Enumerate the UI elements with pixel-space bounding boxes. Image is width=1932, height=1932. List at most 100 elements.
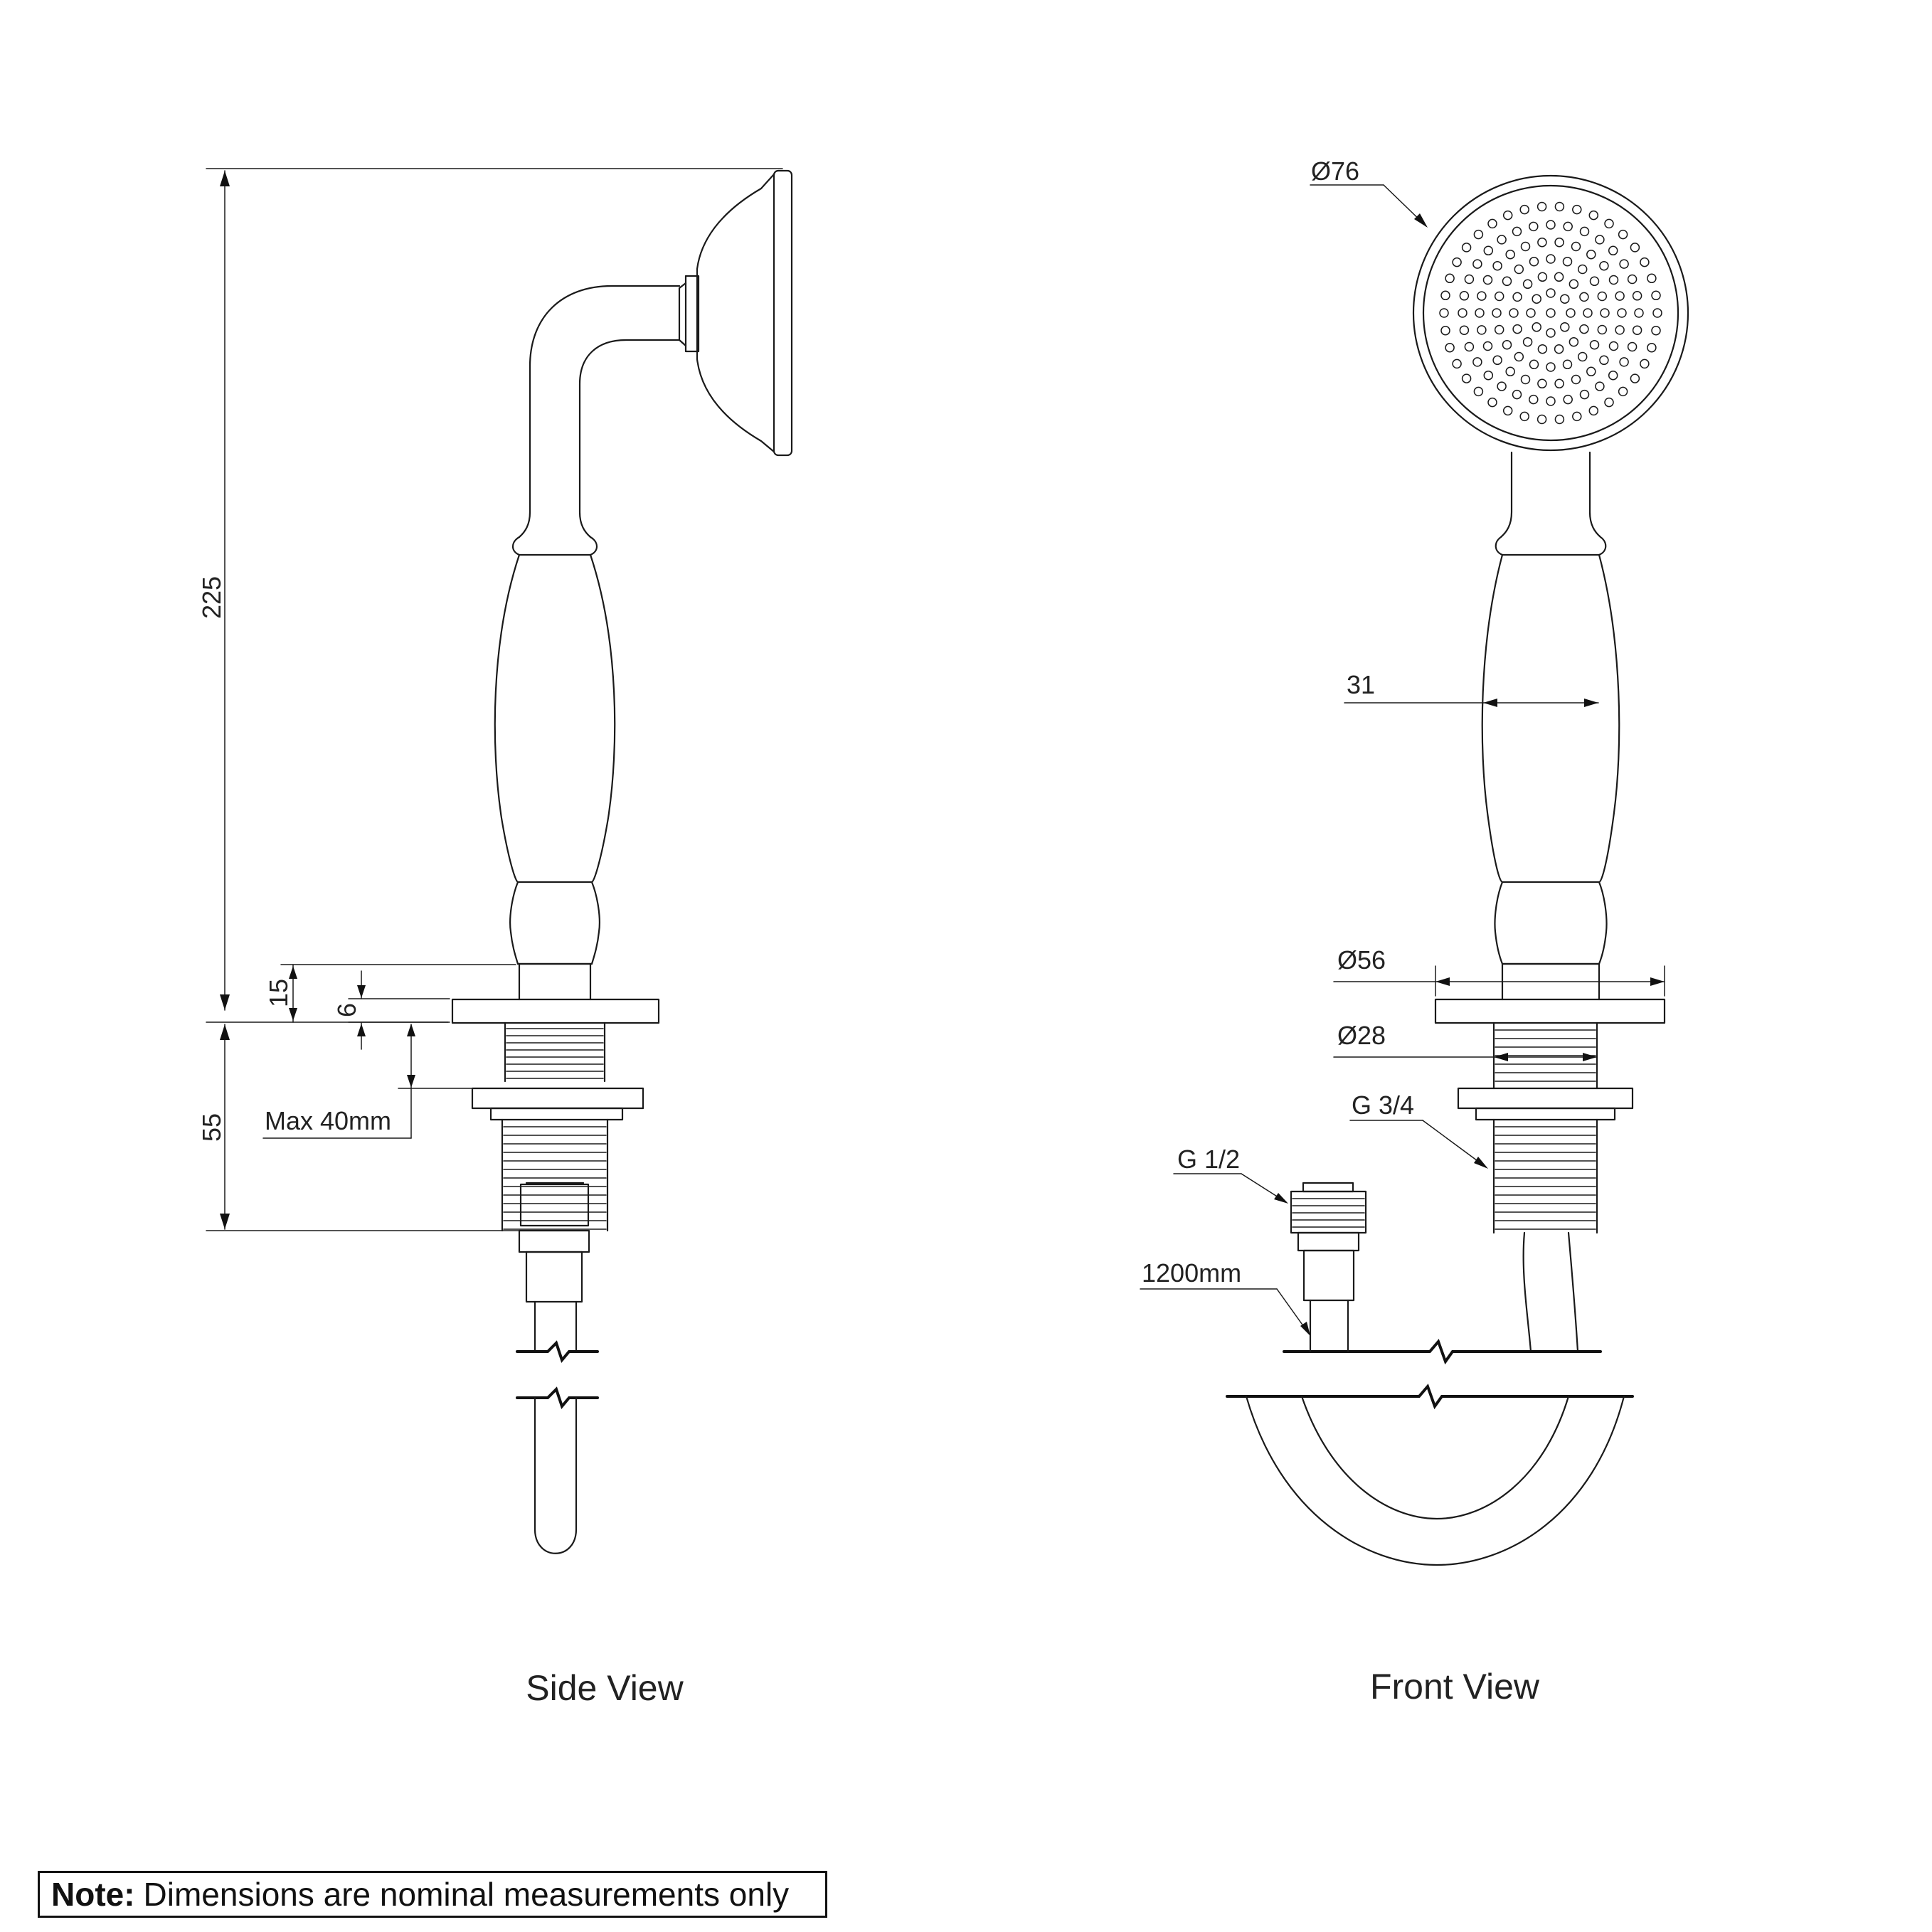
nozzle (1577, 264, 1588, 275)
nozzle (1526, 308, 1536, 318)
nozzle (1482, 275, 1493, 285)
nozzle (1595, 381, 1605, 391)
nozzle (1586, 366, 1596, 377)
nozzle (1572, 411, 1582, 422)
nozzle (1519, 204, 1529, 215)
nozzle (1472, 259, 1482, 269)
nozzle (1505, 366, 1515, 377)
dim-max-deck (262, 1024, 473, 1139)
nozzle (1487, 218, 1497, 229)
nozzle (1562, 256, 1573, 267)
nozzle (1537, 344, 1548, 354)
nozzle (1627, 274, 1638, 285)
nozzle (1483, 245, 1494, 256)
dim-text-max-40mm: Max 40mm (265, 1106, 391, 1135)
nozzle (1482, 341, 1493, 351)
nozzle (1483, 370, 1494, 381)
nozzle (1514, 351, 1524, 362)
nozzle (1529, 256, 1539, 267)
nozzle (1608, 275, 1619, 285)
nozzle (1492, 260, 1502, 271)
front-thread-lower (1492, 1118, 1598, 1234)
nozzle (1502, 276, 1512, 287)
nozzle (1546, 308, 1556, 318)
nozzle (1445, 273, 1455, 284)
nozzle (1634, 308, 1644, 318)
dim-overall-height (206, 168, 783, 1011)
nozzle (1494, 324, 1504, 335)
front-hose (1226, 1231, 1634, 1566)
nozzle (1604, 218, 1614, 229)
nozzle (1497, 235, 1507, 245)
nozzle (1520, 374, 1531, 385)
dim-text-31: 31 (1347, 670, 1375, 699)
spray-nozzles (1439, 201, 1662, 425)
nozzle (1487, 397, 1497, 408)
nozzle (1579, 292, 1589, 302)
nozzle (1651, 325, 1661, 336)
nozzle (1536, 414, 1547, 425)
nozzle (1630, 243, 1640, 253)
nozzle (1440, 290, 1450, 301)
nozzle (1459, 325, 1470, 335)
nozzle (1597, 324, 1608, 335)
nozzle (1617, 308, 1627, 318)
front-g12-connector (1290, 1182, 1367, 1353)
dim-text-76: Ø76 (1311, 156, 1359, 186)
nozzle (1560, 294, 1570, 304)
note-text: Dimensions are nominal measurements only (143, 1876, 790, 1913)
nozzle (1509, 308, 1519, 318)
nozzle (1571, 374, 1581, 385)
note-label: Note: (51, 1876, 135, 1913)
nozzle (1546, 220, 1556, 230)
nozzle (1502, 339, 1512, 350)
nozzle (1640, 359, 1650, 369)
side-shower-head (678, 169, 793, 457)
nozzle (1512, 324, 1522, 334)
nozzle (1615, 325, 1625, 335)
dim-text-g12: G 1/2 (1177, 1145, 1240, 1174)
nozzle (1647, 342, 1657, 353)
nozzle (1537, 378, 1547, 389)
nozzle (1600, 308, 1610, 318)
nozzle (1502, 210, 1513, 221)
nozzle (1546, 288, 1556, 298)
nozzle (1519, 411, 1529, 422)
nozzle (1597, 291, 1608, 302)
nozzle (1562, 359, 1573, 370)
front-thread-upper (1492, 1021, 1598, 1090)
side-view-caption: Side View (526, 1668, 684, 1708)
nozzle (1560, 322, 1570, 332)
nozzle (1586, 249, 1596, 260)
nozzle (1588, 405, 1599, 416)
nozzle (1505, 249, 1515, 260)
nozzle (1512, 389, 1522, 400)
nozzle (1502, 405, 1513, 416)
nozzle (1577, 351, 1588, 362)
nozzle (1640, 257, 1650, 267)
dim-flange-thickness (348, 970, 450, 1050)
nozzle (1537, 272, 1548, 282)
nozzle (1546, 396, 1556, 406)
dim-text-28: Ø28 (1337, 1021, 1386, 1050)
nozzle (1569, 279, 1579, 290)
nozzle (1529, 359, 1539, 370)
nozzle (1583, 308, 1593, 318)
nozzle (1608, 245, 1618, 256)
nozzle (1512, 292, 1522, 302)
nozzle (1512, 226, 1522, 237)
dim-text-56: Ø56 (1337, 945, 1386, 975)
dim-text-55: 55 (197, 1113, 226, 1142)
nozzle (1566, 308, 1576, 318)
side-view: 225 55 15 6 Max 40mm Side View (197, 168, 793, 1708)
nozzle (1492, 308, 1502, 318)
front-view: Ø76 31 Ø56 Ø28 G 3/4 G 1/2 1200mm Front … (1140, 156, 1689, 1707)
dim-thread-diameter (1333, 1053, 1598, 1061)
front-nut (1457, 1087, 1634, 1110)
nozzle (1618, 229, 1628, 240)
nozzle (1630, 373, 1640, 383)
front-washer (1475, 1107, 1616, 1121)
dim-flange-diameter (1333, 965, 1665, 997)
dim-text-1200mm: 1200mm (1142, 1258, 1241, 1288)
nozzle (1459, 291, 1470, 301)
